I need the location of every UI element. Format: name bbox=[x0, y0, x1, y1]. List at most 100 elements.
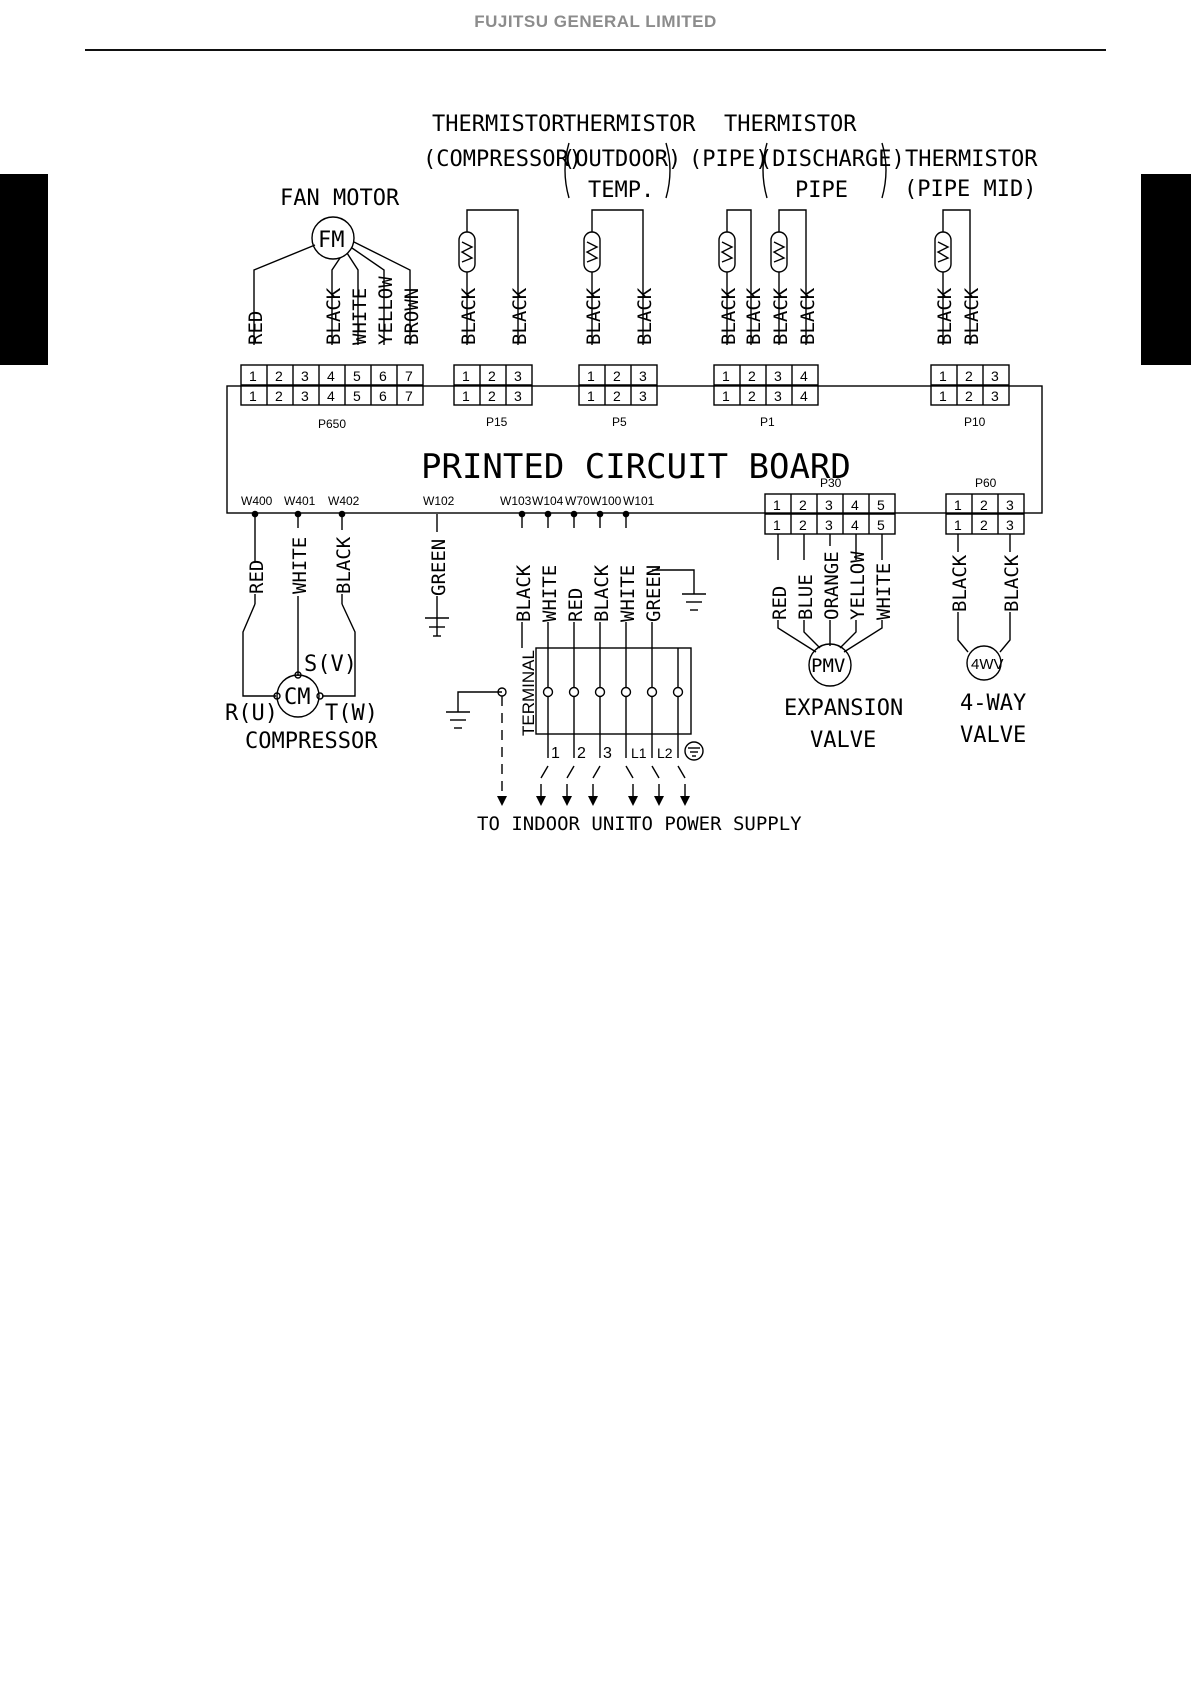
wire-label-black: BLACK bbox=[591, 564, 613, 622]
pin-number: 1 bbox=[462, 368, 470, 384]
arrow-down-icon bbox=[654, 796, 664, 806]
company-header: FUJITSU GENERAL LIMITED bbox=[474, 12, 717, 31]
connector-p60-pins: 1 2 3 1 2 3 P60 bbox=[954, 476, 1014, 533]
terminal-w100: W100 bbox=[590, 494, 622, 508]
thermistor-outdoor-l1: THERMISTOR bbox=[563, 112, 696, 137]
wire-label-yellow: YELLOW bbox=[847, 551, 869, 620]
connector-p15 bbox=[453, 364, 533, 406]
wire-label-black: BLACK bbox=[509, 287, 531, 345]
pin-number: 2 bbox=[748, 368, 756, 384]
compressor-symbol-text: CM bbox=[284, 685, 311, 710]
pin-number: 2 bbox=[799, 497, 807, 513]
terminal-w102: W102 bbox=[423, 494, 455, 508]
wire-label-green: GREEN bbox=[428, 539, 450, 596]
pin-number: 3 bbox=[1006, 497, 1014, 513]
terminal-w400: W400 bbox=[241, 494, 273, 508]
thermistor-outdoor-title: THERMISTOR (OUTDOOR) TEMP. bbox=[562, 112, 696, 203]
wire-label-white: WHITE bbox=[539, 565, 561, 622]
wire-label-blue: BLUE bbox=[795, 574, 817, 620]
pin-number: 3 bbox=[301, 388, 309, 404]
thermistor-compressor-title: THERMISTOR (COMPRESSOR) bbox=[423, 112, 582, 172]
terminal-w402: W402 bbox=[328, 494, 360, 508]
pin-number: 2 bbox=[275, 388, 283, 404]
arrow-down-icon bbox=[588, 796, 598, 806]
wire-label-black: BLACK bbox=[1001, 554, 1023, 612]
pin-number: 1 bbox=[249, 388, 257, 404]
expansion-valve-labels: RED BLUE ORANGE YELLOW WHITE PMV EXPANSI… bbox=[769, 551, 903, 753]
thermistor-outdoor bbox=[583, 209, 644, 345]
pin-number: 3 bbox=[1006, 517, 1014, 533]
thermistor-compressor bbox=[458, 209, 519, 345]
pin-number: 3 bbox=[991, 388, 999, 404]
compressor-t-label: T(W) bbox=[325, 701, 378, 726]
wire-label-black: BLACK bbox=[770, 287, 792, 345]
4wv-symbol bbox=[966, 645, 1002, 681]
pcb-terminal-dots bbox=[251, 510, 630, 518]
wire-label-black: BLACK bbox=[961, 287, 983, 345]
pin-number: 2 bbox=[799, 517, 807, 533]
terminal-l2: L2 bbox=[657, 745, 673, 761]
connector-label-p10: P10 bbox=[964, 415, 986, 429]
thermistor-compressor-l2: (COMPRESSOR) bbox=[423, 147, 582, 172]
expansion-valve-l2: VALVE bbox=[810, 728, 876, 753]
pin-number: 2 bbox=[613, 368, 621, 384]
connector-p5 bbox=[578, 364, 658, 406]
pin-number: 3 bbox=[514, 388, 522, 404]
compressor-symbol bbox=[276, 674, 320, 718]
wire-label-black: BLACK bbox=[743, 287, 765, 345]
pmv-symbol-text: PMV bbox=[811, 655, 845, 677]
terminal-l1: L1 bbox=[631, 745, 647, 761]
pin-number: 4 bbox=[851, 517, 859, 533]
pin-number: 7 bbox=[405, 368, 413, 384]
fan-motor-label: FAN MOTOR bbox=[280, 186, 400, 211]
fan-motor-wire-labels: RED BLACK WHITE YELLOW BROWN bbox=[245, 276, 423, 345]
connector-p650-pins: 1 2 3 4 5 6 7 1 2 3 4 5 6 7 P650 bbox=[249, 368, 413, 431]
pmv-symbol bbox=[808, 643, 852, 687]
thermistor-outdoor-l3: TEMP. bbox=[588, 178, 654, 203]
pin-number: 6 bbox=[379, 388, 387, 404]
four-way-valve-l2: VALVE bbox=[960, 723, 1026, 748]
wire-label-black: BLACK bbox=[323, 287, 345, 345]
thermistor-pipe-l3: (DISCHARGE) bbox=[759, 147, 905, 172]
connector-p1 bbox=[713, 364, 819, 406]
compressor-label: COMPRESSOR bbox=[245, 729, 378, 754]
thermistor-compressor-l1: THERMISTOR bbox=[432, 112, 565, 137]
pin-number: 2 bbox=[488, 388, 496, 404]
left-edge-tab bbox=[0, 174, 48, 365]
wire-label-black: BLACK bbox=[797, 287, 819, 345]
pin-number: 1 bbox=[587, 388, 595, 404]
pin-number: 2 bbox=[613, 388, 621, 404]
connector-p30-pins: 1 2 3 4 5 1 2 3 4 5 P30 bbox=[773, 476, 885, 533]
pin-number: 4 bbox=[800, 368, 808, 384]
connector-label-p15: P15 bbox=[486, 415, 508, 429]
connector-p5-pins: 1 2 3 1 2 3 P5 bbox=[587, 368, 647, 429]
wire-label-black: BLACK bbox=[458, 287, 480, 345]
wire-label-green: GREEN bbox=[643, 565, 665, 622]
terminal-2: 2 bbox=[577, 745, 586, 762]
pin-number: 1 bbox=[939, 388, 947, 404]
wire-label-red: RED bbox=[769, 586, 791, 620]
thermistor-pipe-l4: PIPE bbox=[795, 178, 848, 203]
pin-number: 3 bbox=[774, 388, 782, 404]
fan-motor-symbol-text: FM bbox=[318, 228, 345, 253]
wire-label-black: BLACK bbox=[934, 287, 956, 345]
pin-number: 3 bbox=[639, 388, 647, 404]
wire-label-white: WHITE bbox=[349, 288, 371, 345]
wire-label-white: WHITE bbox=[617, 565, 639, 622]
expansion-valve bbox=[777, 534, 883, 687]
wire-label-white: WHITE bbox=[873, 563, 895, 620]
thermistor-wire-labels: BLACK BLACK BLACK BLACK BLACK BLACK BLAC… bbox=[458, 287, 983, 345]
connector-p1-pins: 1 2 3 4 1 2 3 4 P1 bbox=[722, 368, 808, 429]
pcb-terminal-labels: W400 W401 W402 W102 W103 W104 W70 W100 W… bbox=[241, 494, 655, 508]
terminal-w103: W103 bbox=[500, 494, 532, 508]
arrow-down-icon bbox=[536, 796, 546, 806]
pin-number: 2 bbox=[748, 388, 756, 404]
pin-number: 1 bbox=[249, 368, 257, 384]
wire-label-red: RED bbox=[245, 311, 267, 345]
compressor-s-label: S(V) bbox=[304, 652, 357, 677]
terminal-w101: W101 bbox=[623, 494, 655, 508]
pin-number: 5 bbox=[877, 517, 885, 533]
terminal-labels: BLACK WHITE RED BLACK WHITE GREEN TERMIN… bbox=[477, 564, 802, 835]
pin-number: 3 bbox=[774, 368, 782, 384]
wire-label-black: BLACK bbox=[333, 536, 355, 594]
